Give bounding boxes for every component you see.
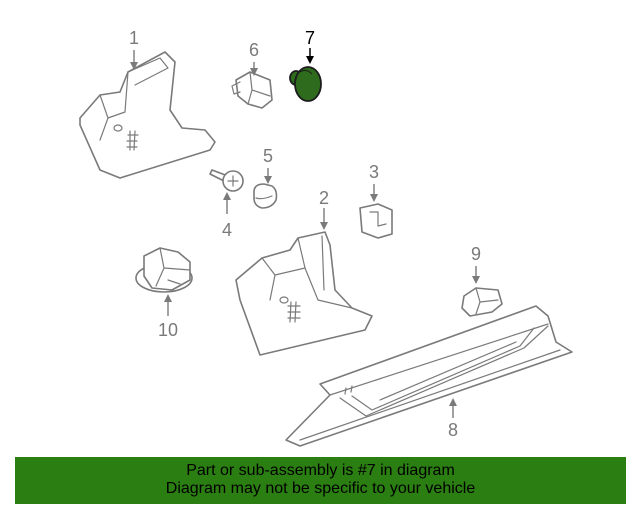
part-1-kick-panel[interactable] bbox=[79, 51, 216, 179]
part-5-plug[interactable] bbox=[253, 183, 278, 209]
part-7-push-pin[interactable] bbox=[289, 66, 322, 102]
callout-7[interactable]: 7 bbox=[305, 28, 315, 48]
callout-6[interactable]: 6 bbox=[249, 40, 259, 60]
banner-line-1: Part or sub-assembly is #7 in diagram bbox=[186, 462, 455, 479]
part-9-clip[interactable] bbox=[461, 287, 503, 317]
callout-5[interactable]: 5 bbox=[263, 146, 273, 166]
part-2-kick-panel[interactable] bbox=[235, 231, 373, 356]
part-6-connector-clip[interactable] bbox=[231, 71, 273, 109]
leader-lines bbox=[130, 48, 480, 418]
info-banner: Part or sub-assembly is #7 in diagram Di… bbox=[15, 457, 626, 504]
part-10-retainer[interactable] bbox=[135, 247, 193, 293]
callout-1[interactable]: 1 bbox=[129, 28, 139, 48]
exploded-parts-diagram: 1 6 7 5 3 4 2 9 10 8 bbox=[79, 28, 573, 447]
banner-line-2: Diagram may not be specific to your vehi… bbox=[165, 480, 476, 497]
callout-10[interactable]: 10 bbox=[158, 320, 178, 340]
callout-9[interactable]: 9 bbox=[471, 244, 481, 264]
callout-2[interactable]: 2 bbox=[319, 188, 329, 208]
callout-8[interactable]: 8 bbox=[448, 420, 458, 440]
part-4-screw[interactable] bbox=[209, 169, 244, 192]
part-3-bracket[interactable] bbox=[359, 203, 393, 239]
part-8-sill-plate[interactable] bbox=[285, 305, 573, 447]
callout-3[interactable]: 3 bbox=[369, 162, 379, 182]
callout-4[interactable]: 4 bbox=[222, 220, 232, 240]
